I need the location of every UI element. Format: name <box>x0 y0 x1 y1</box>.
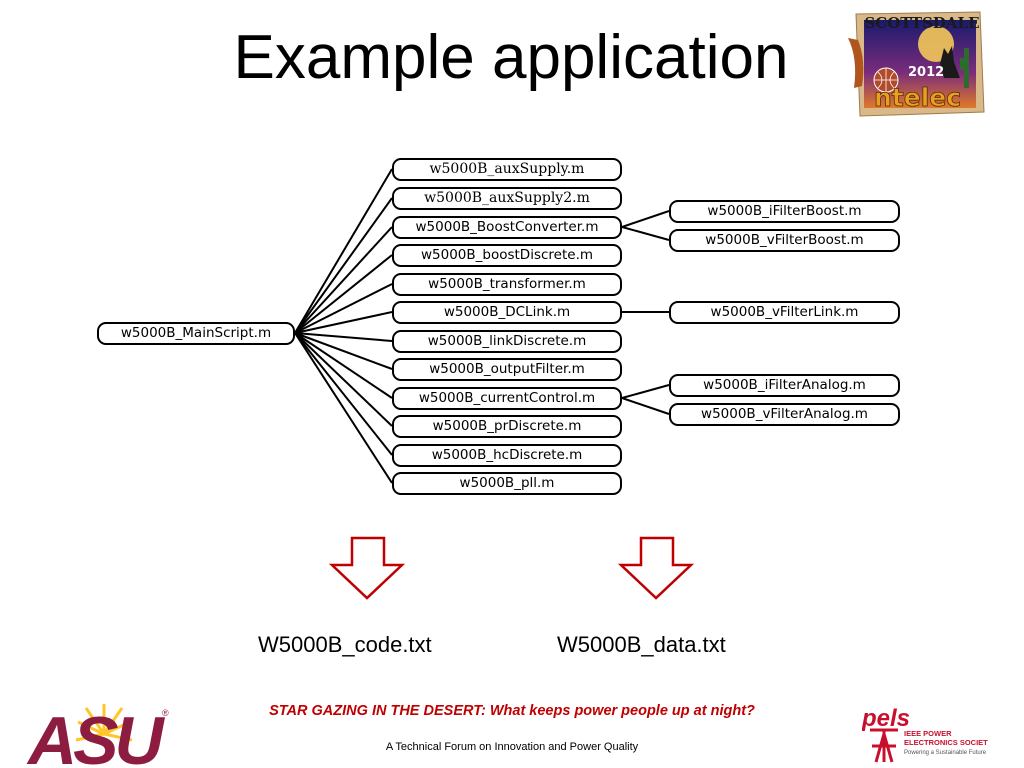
root-connector <box>294 226 393 334</box>
logo-year: 2012 <box>908 65 944 80</box>
child-node: w5000B_auxSupply2.m <box>392 187 622 210</box>
pels-logo: pels IEEE POWER ELECTRONICS SOCIETY Powe… <box>862 705 988 763</box>
child-node: w5000B_linkDiscrete.m <box>392 330 622 353</box>
down-arrow-code <box>328 536 406 600</box>
pels-line1: IEEE POWER <box>904 729 952 738</box>
slide-title: Example application <box>233 23 789 92</box>
child-node: w5000B_currentControl.m <box>392 387 622 410</box>
child-connector <box>621 210 670 228</box>
grandchild-node: w5000B_vFilterAnalog.m <box>669 403 900 426</box>
logo-top-text: SCOTTSDALE <box>864 14 979 32</box>
child-connector <box>621 384 670 399</box>
child-node: w5000B_prDiscrete.m <box>392 415 622 438</box>
root-connector <box>294 254 393 334</box>
root-connector <box>294 311 393 334</box>
child-node: w5000B_DCLink.m <box>392 301 622 324</box>
root-connector <box>294 332 393 370</box>
root-connector <box>294 283 393 334</box>
root-connector <box>294 332 393 484</box>
root-connector <box>294 332 393 342</box>
pels-line2: ELECTRONICS SOCIETY <box>904 738 988 747</box>
asu-wordmark: ASU <box>26 703 165 768</box>
child-node: w5000B_hcDiscrete.m <box>392 444 622 467</box>
child-node: w5000B_boostDiscrete.m <box>392 244 622 267</box>
child-node: w5000B_pll.m <box>392 472 622 495</box>
child-connector <box>621 397 670 415</box>
root-connector <box>294 332 393 399</box>
registered-mark: ® <box>162 708 169 718</box>
child-node: w5000B_auxSupply.m <box>392 158 622 181</box>
child-node: w5000B_transformer.m <box>392 273 622 296</box>
asu-logo: ASU ® <box>26 703 169 768</box>
root-connector <box>294 332 393 427</box>
footer-tagline: STAR GAZING IN THE DESERT: What keeps po… <box>269 703 755 719</box>
data-output-file: W5000B_data.txt <box>557 632 726 657</box>
grandchild-node: w5000B_iFilterAnalog.m <box>669 374 900 397</box>
pels-line3: Powering a Sustainable Future <box>904 750 987 756</box>
code-output-file: W5000B_code.txt <box>258 632 432 657</box>
pels-wordmark: pels <box>862 705 910 732</box>
down-arrow-data <box>617 536 695 600</box>
logo-name: ntelec <box>874 83 961 112</box>
root-connector <box>294 197 393 334</box>
grandchild-node: w5000B_vFilterLink.m <box>669 301 900 324</box>
intelec-2012-logo: SCOTTSDALE 2012 ntelec <box>848 11 985 117</box>
child-connector <box>621 226 670 241</box>
root-script-node: w5000B_MainScript.m <box>97 322 295 345</box>
grandchild-node: w5000B_iFilterBoost.m <box>669 200 900 223</box>
root-connector <box>294 332 393 456</box>
child-node: w5000B_outputFilter.m <box>392 358 622 381</box>
child-node: w5000B_BoostConverter.m <box>392 216 622 239</box>
footer-forum: A Technical Forum on Innovation and Powe… <box>385 741 639 753</box>
grandchild-node: w5000B_vFilterBoost.m <box>669 229 900 252</box>
root-connector <box>294 168 393 334</box>
